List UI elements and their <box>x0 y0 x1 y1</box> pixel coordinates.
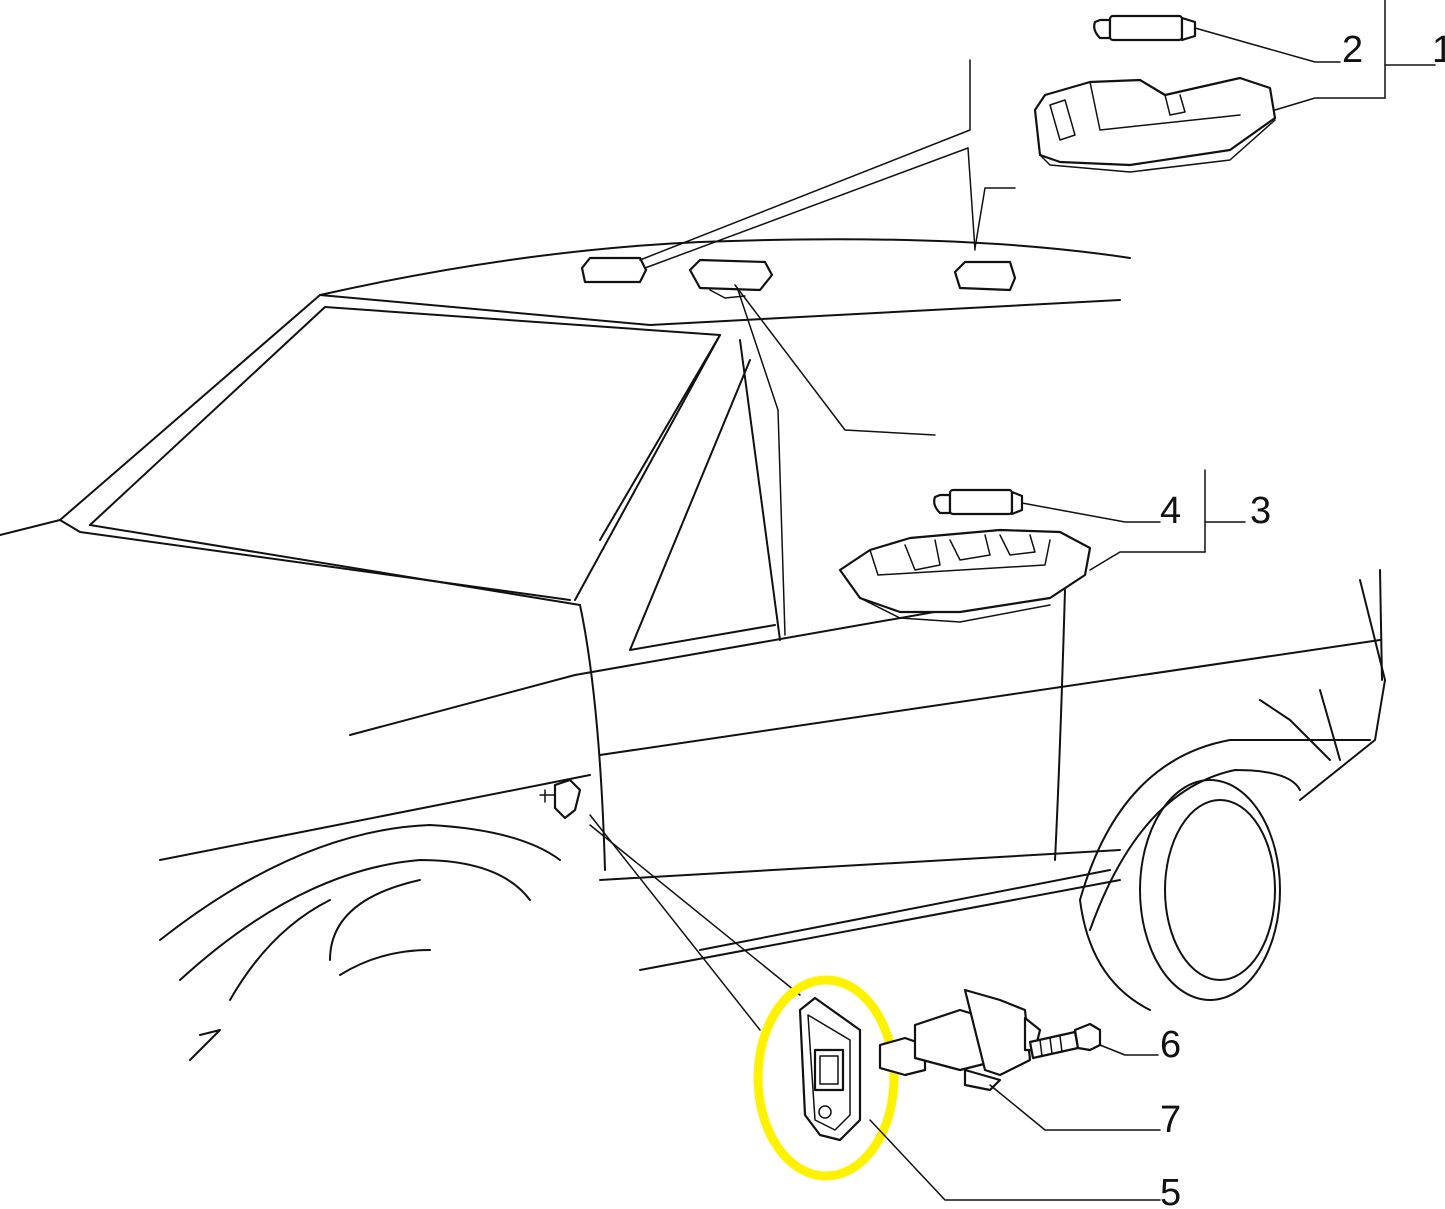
bulb-part-2 <box>1093 14 1197 42</box>
label-7: 7 <box>1160 1099 1181 1141</box>
door-switch-on-car <box>539 778 582 820</box>
roof-lamp-rear <box>953 260 1017 292</box>
label-2: 2 <box>1342 29 1363 71</box>
label-6: 6 <box>1160 1024 1181 1066</box>
roof-lamp-front <box>580 256 648 284</box>
label-4: 4 <box>1160 490 1181 532</box>
switch-plate-part-5 <box>798 996 862 1142</box>
leader-lines-labels <box>869 0 1436 1201</box>
roof-lamp-center <box>688 258 774 299</box>
leader-lines-door-switch <box>589 814 801 1031</box>
label-3: 3 <box>1250 490 1271 532</box>
leader-lines-roof <box>639 59 1016 636</box>
label-5: 5 <box>1160 1172 1181 1209</box>
car-body-outline <box>0 238 1386 1061</box>
door-switch-part-7 <box>878 988 1042 1092</box>
lamp-housing-part-3 <box>838 528 1092 623</box>
label-1: 1 <box>1432 29 1445 71</box>
bulb-part-4 <box>933 488 1024 516</box>
highlight-circle <box>753 975 899 1181</box>
lamp-housing-part-1 <box>1033 76 1277 173</box>
